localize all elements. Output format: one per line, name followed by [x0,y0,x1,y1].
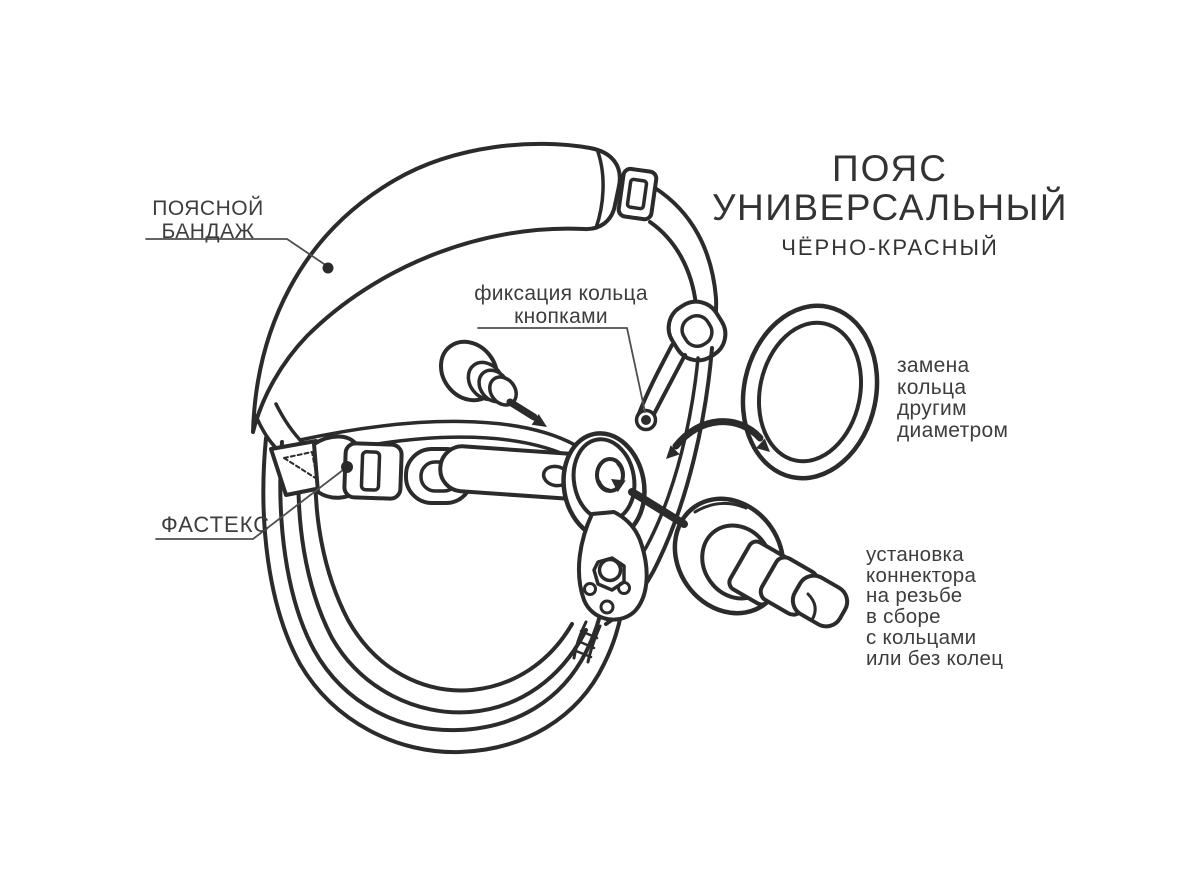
label-line: фиксация кольца [474,282,648,305]
ring-swap-arrow [666,418,770,459]
title-block: ПОЯС УНИВЕРСАЛЬНЫЙ ЧЁРНО-КРАСНЫЙ [690,149,1090,261]
label-line: кнопками [514,305,608,328]
label-line: или без колец [866,646,1004,670]
label-line: ПОЯСНОЙ [152,197,264,220]
label-connector-installation: установка коннектора на резьбе в сборе с… [866,543,1004,670]
spare-ring [740,303,880,481]
label-ring-replacement: замена кольца другим диаметром [897,355,1008,441]
label-line: в сборе [866,605,941,629]
strap-bar [404,444,593,505]
strap-snap-button [634,408,658,432]
strap-end-loop [666,299,728,363]
leader-dot-waistband [322,262,334,274]
label-waist-bandage: ПОЯСНОЙ БАНДАЖ [150,197,266,243]
product-title-line1: ПОЯС [831,148,948,189]
leader-lines [145,238,646,540]
label-line: кольца [897,375,967,399]
connector-install-arrow [611,479,688,528]
label-line: с кольцами [866,625,977,649]
label-fastex: ФАСТЕКС [161,512,271,537]
product-title-line2: УНИВЕРСАЛЬНЫЙ [712,187,1068,228]
snap-button-detail [438,339,518,407]
label-line: другим [897,397,967,420]
fastex-buckle [269,434,404,501]
connector-plug [672,496,850,629]
label-line: установка [866,543,964,566]
label-line: диаметром [897,418,1009,442]
label-line: на резьбе [866,584,963,608]
plate-tab [572,510,649,664]
leader-dot-fastex [341,461,353,473]
label-line: коннектора [866,563,977,587]
leg-loops [261,436,626,755]
top-slider-buckle [616,166,659,222]
label-line: замена [897,354,970,377]
product-subtitle: ЧЁРНО-КРАСНЫЙ [781,235,999,260]
snap-button-arrow [506,398,547,427]
label-line: БАНДАЖ [161,220,255,243]
label-ring-fixation: фиксация кольца кнопками [448,282,674,328]
